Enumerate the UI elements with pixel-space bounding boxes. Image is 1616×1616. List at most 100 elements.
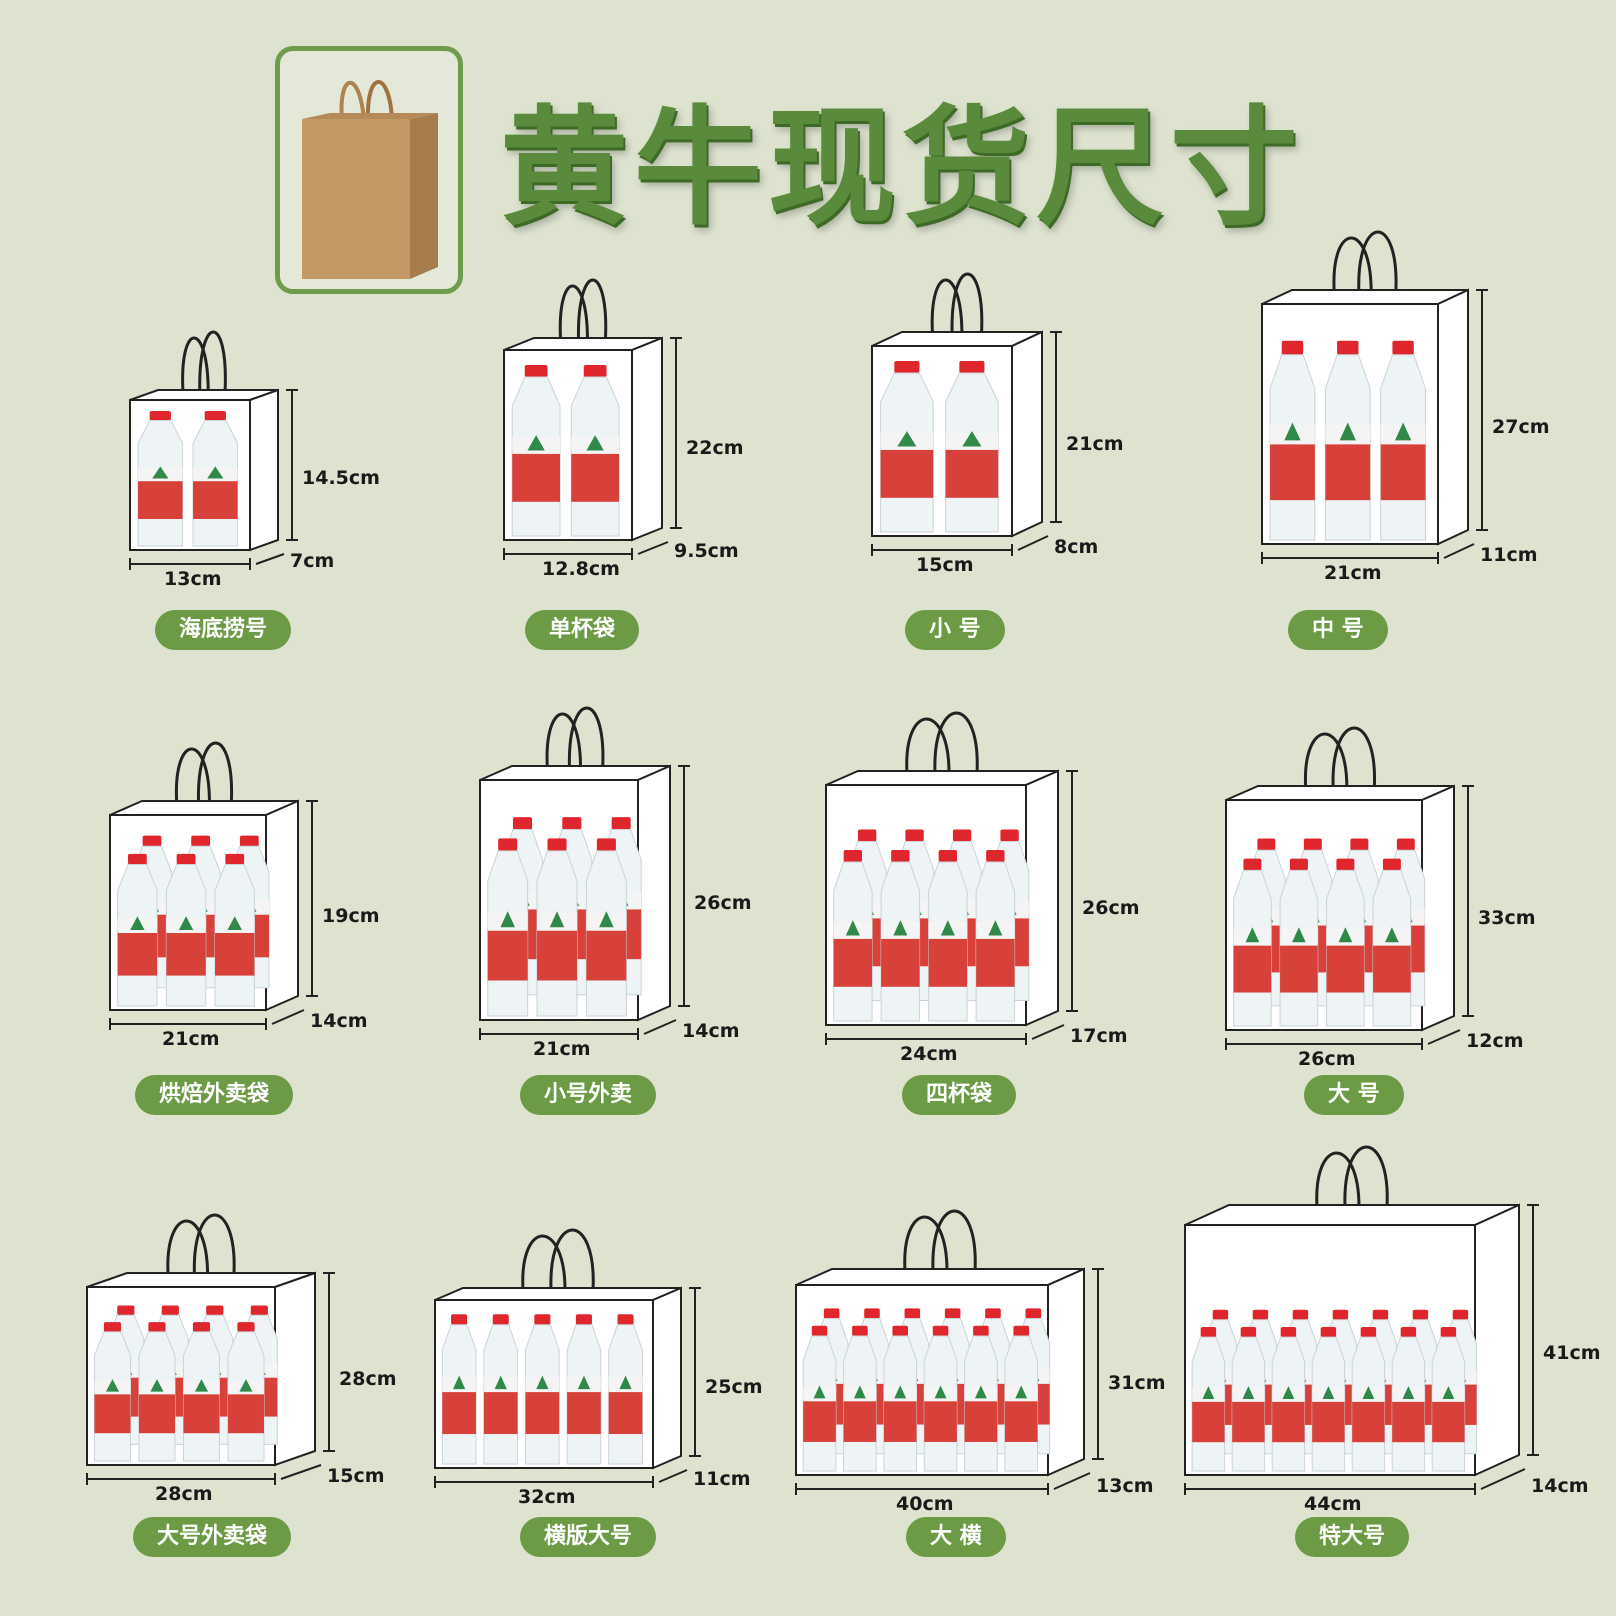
water-bottle-icon xyxy=(964,1325,998,1472)
width-label: 13cm xyxy=(164,568,222,590)
height-label: 31cm xyxy=(1108,1372,1166,1394)
width-label: 28cm xyxy=(155,1483,213,1505)
bag-with-water-bottles-icon xyxy=(1184,1145,1539,1495)
bag-name-badge: 中 号 xyxy=(1288,610,1388,650)
water-bottle-icon xyxy=(192,411,239,547)
depth-label: 14cm xyxy=(1531,1475,1589,1497)
water-bottle-icon xyxy=(923,1325,958,1472)
water-bottle-icon xyxy=(880,361,934,533)
water-bottle-icon xyxy=(880,850,921,1022)
water-bottle-icon xyxy=(524,1314,560,1465)
bag-with-water-bottles-icon xyxy=(871,272,1062,556)
height-label: 33cm xyxy=(1478,907,1536,929)
bag-name-badge: 大 号 xyxy=(1304,1075,1404,1115)
depth-label: 7cm xyxy=(290,550,335,572)
width-label: 12.8cm xyxy=(542,558,620,580)
water-bottle-icon xyxy=(1324,340,1371,541)
height-label: 22cm xyxy=(686,437,744,459)
water-bottle-icon xyxy=(608,1314,643,1465)
bag-with-water-bottles-icon xyxy=(434,1228,701,1488)
width-label: 44cm xyxy=(1304,1493,1362,1515)
depth-dimension-line xyxy=(280,1464,322,1480)
width-label: 24cm xyxy=(900,1043,958,1065)
water-bottle-icon xyxy=(1004,1325,1039,1472)
bag-with-water-bottles-icon xyxy=(1261,230,1488,564)
bag-with-water-bottles-icon xyxy=(86,1213,335,1485)
depth-label: 17cm xyxy=(1070,1025,1128,1047)
bag-name-badge: 单杯袋 xyxy=(525,610,640,650)
water-bottle-icon xyxy=(945,361,999,533)
kraft-paper-bag-photo xyxy=(302,80,438,279)
water-bottle-icon xyxy=(137,411,184,547)
water-bottle-icon xyxy=(1233,858,1272,1027)
water-bottle-icon xyxy=(1351,1327,1386,1472)
bag-with-water-bottles-icon xyxy=(479,706,690,1040)
depth-label: 12cm xyxy=(1466,1030,1524,1052)
depth-label: 9.5cm xyxy=(674,540,739,562)
water-bottle-icon xyxy=(1191,1327,1226,1472)
bag-name-badge: 小号外卖 xyxy=(520,1075,657,1115)
width-label: 40cm xyxy=(896,1493,954,1515)
bag-name-badge: 四杯袋 xyxy=(902,1075,1017,1115)
depth-label: 13cm xyxy=(1096,1475,1154,1497)
bag-size-card: 40cm 13cm 31cm 大 横 xyxy=(780,1150,1170,1610)
bag-name-badge: 大 横 xyxy=(906,1517,1006,1557)
height-label: 27cm xyxy=(1492,416,1550,438)
water-bottle-icon xyxy=(833,850,873,1022)
height-label: 26cm xyxy=(1082,897,1140,919)
header-photo-frame xyxy=(275,46,463,294)
page-title: 黄牛现货尺寸 xyxy=(500,94,1305,243)
water-bottle-icon xyxy=(1326,858,1365,1027)
water-bottle-icon xyxy=(975,850,1016,1022)
bag-with-water-bottles-icon xyxy=(795,1209,1104,1495)
bag-with-water-bottles-icon xyxy=(825,711,1078,1045)
depth-dimension-line xyxy=(255,553,285,565)
width-label: 32cm xyxy=(518,1486,576,1508)
water-bottle-icon xyxy=(165,853,207,1007)
bag-size-card: 26cm 12cm 33cm 大 号 xyxy=(1200,700,1590,1160)
water-bottle-icon xyxy=(883,1325,918,1472)
water-bottle-icon xyxy=(1269,340,1316,541)
water-bottle-icon xyxy=(585,838,627,1017)
bag-name-badge: 海底捞号 xyxy=(155,610,292,650)
water-bottle-icon xyxy=(1279,858,1319,1027)
depth-dimension-line xyxy=(271,1009,305,1025)
water-bottle-icon xyxy=(536,838,578,1017)
width-label: 26cm xyxy=(1298,1048,1356,1070)
depth-label: 14cm xyxy=(682,1020,740,1042)
water-bottle-icon xyxy=(487,838,529,1017)
water-bottle-icon xyxy=(843,1325,877,1472)
bag-size-card: 24cm 17cm 26cm 四杯袋 xyxy=(810,680,1200,1140)
bag-with-water-bottles-icon xyxy=(503,278,682,560)
depth-label: 8cm xyxy=(1054,536,1099,558)
depth-dimension-line xyxy=(637,541,669,555)
water-bottle-icon xyxy=(483,1314,519,1465)
bag-name-badge: 横版大号 xyxy=(520,1517,657,1557)
width-label: 21cm xyxy=(533,1038,591,1060)
water-bottle-icon xyxy=(182,1322,220,1462)
depth-dimension-line xyxy=(1031,1024,1065,1040)
depth-label: 11cm xyxy=(1480,544,1538,566)
width-label: 15cm xyxy=(916,554,974,576)
water-bottle-icon xyxy=(1311,1327,1346,1472)
bag-name-badge: 烘焙外卖袋 xyxy=(135,1075,294,1115)
water-bottle-icon xyxy=(928,850,968,1022)
depth-dimension-line xyxy=(643,1019,677,1035)
water-bottle-icon xyxy=(566,1314,602,1465)
depth-label: 11cm xyxy=(693,1468,751,1490)
bag-size-card: 21cm 14cm 26cm 小号外卖 xyxy=(460,680,850,1140)
height-label: 41cm xyxy=(1543,1342,1601,1364)
water-bottle-icon xyxy=(1431,1327,1466,1472)
bag-with-water-bottles-icon xyxy=(1225,726,1474,1050)
water-bottle-icon xyxy=(214,853,255,1007)
height-label: 26cm xyxy=(694,892,752,914)
depth-dimension-line xyxy=(1443,543,1475,559)
bag-size-card: 12.8cm 9.5cm 22cm 单杯袋 xyxy=(480,260,870,720)
bag-name-badge: 小 号 xyxy=(905,610,1005,650)
